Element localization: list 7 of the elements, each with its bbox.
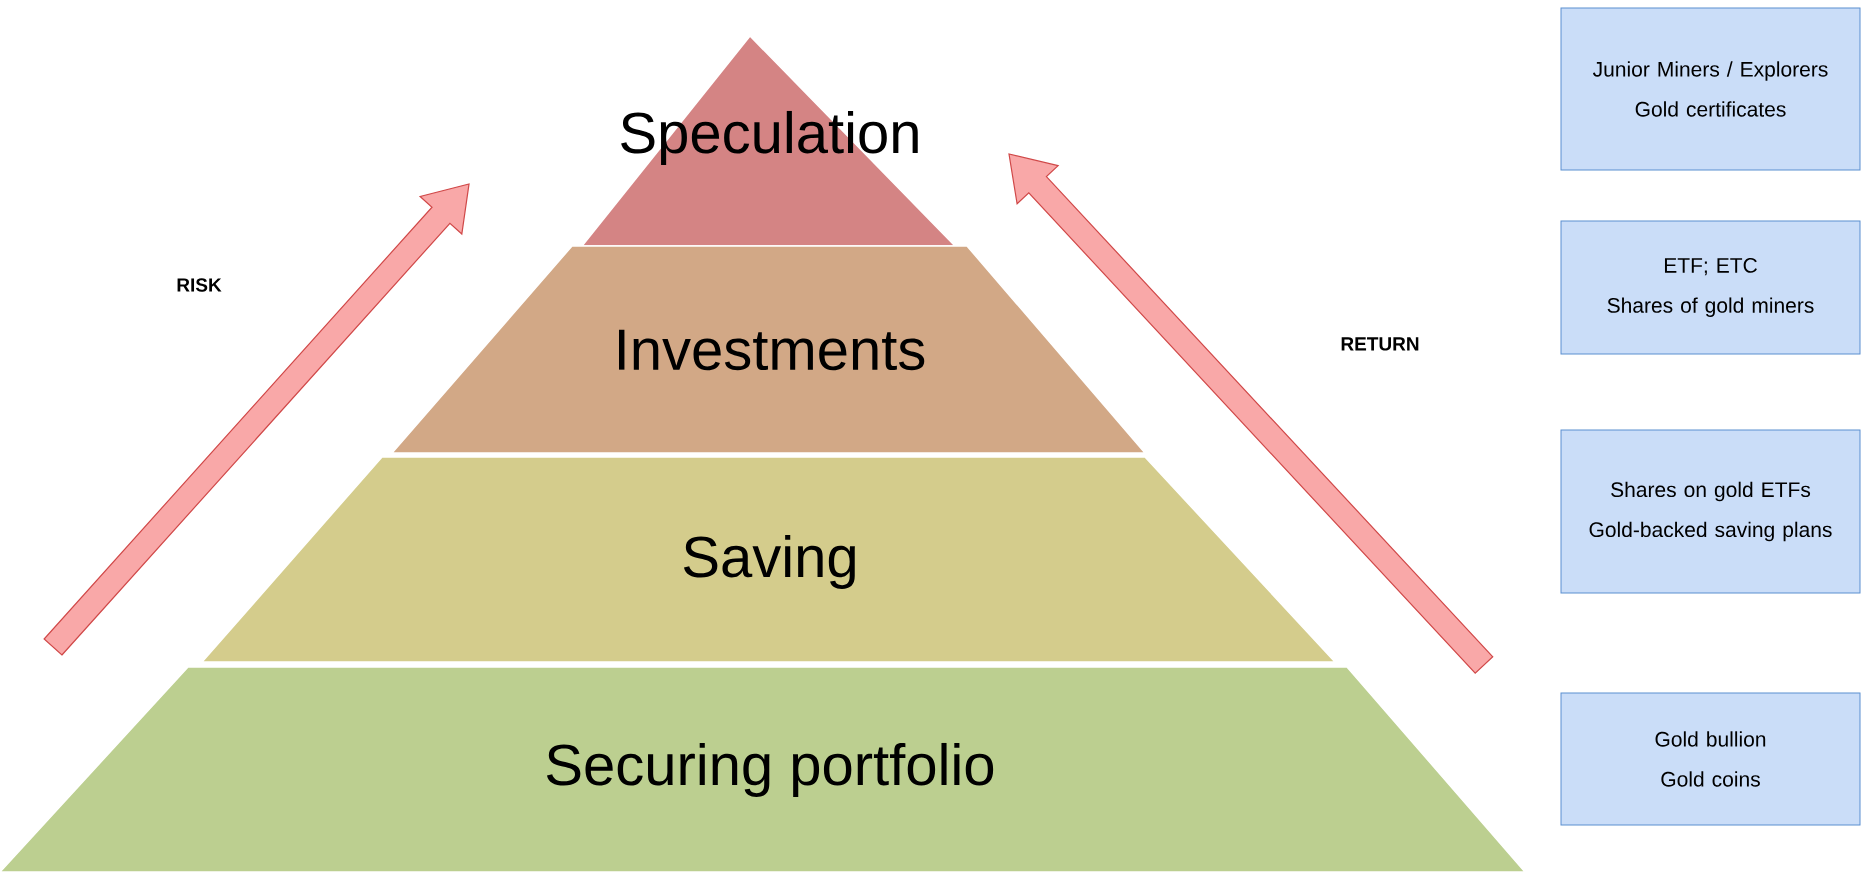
info-box: Gold bullion Gold coins <box>1560 692 1861 826</box>
pyramid-level: Securing portfolio <box>0 666 1527 872</box>
axis-label: RISK <box>177 278 222 292</box>
axis-label: RETURN <box>1341 337 1419 351</box>
info-box: Shares on gold ETFs Gold-backed saving plans <box>1560 429 1861 594</box>
info-box: ETF; ETC Shares of gold miners <box>1560 220 1861 355</box>
info-box: Junior Miners / Explorers Gold certificates <box>1560 7 1861 171</box>
